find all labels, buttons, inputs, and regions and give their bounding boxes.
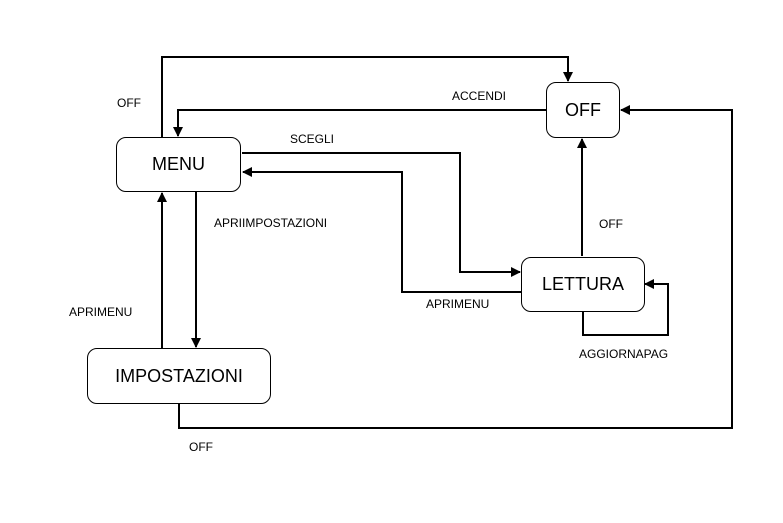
- state-menu: MENU: [116, 137, 241, 192]
- edge-lettura-self: [582, 279, 669, 336]
- edge-impostazioni-to-off: [178, 105, 733, 429]
- label-impostazioni-to-menu: APRIMENU: [69, 305, 133, 319]
- label-menu-to-impostazioni: APRIIMPOSTAZIONI: [214, 216, 328, 230]
- state-lettura: LETTURA: [521, 257, 645, 312]
- edge-menu-to-lettura: [242, 152, 521, 277]
- label-lettura-to-menu: APRIMENU: [426, 297, 490, 311]
- label-menu-to-off: OFF: [117, 96, 141, 110]
- edge-off-to-menu: [173, 109, 546, 137]
- label-off-to-menu: ACCENDI: [452, 89, 507, 103]
- label-lettura-to-off: OFF: [599, 217, 623, 231]
- label-impostazioni-to-off: OFF: [189, 440, 213, 454]
- state-impostazioni: IMPOSTAZIONI: [87, 348, 271, 404]
- state-off: OFF: [546, 82, 620, 138]
- edge-menu-to-off: [161, 56, 573, 137]
- edge-lettura-to-menu: [242, 167, 521, 293]
- label-menu-to-lettura: SCEGLI: [290, 132, 335, 146]
- label-lettura-self: AGGIORNAPAG: [579, 347, 669, 361]
